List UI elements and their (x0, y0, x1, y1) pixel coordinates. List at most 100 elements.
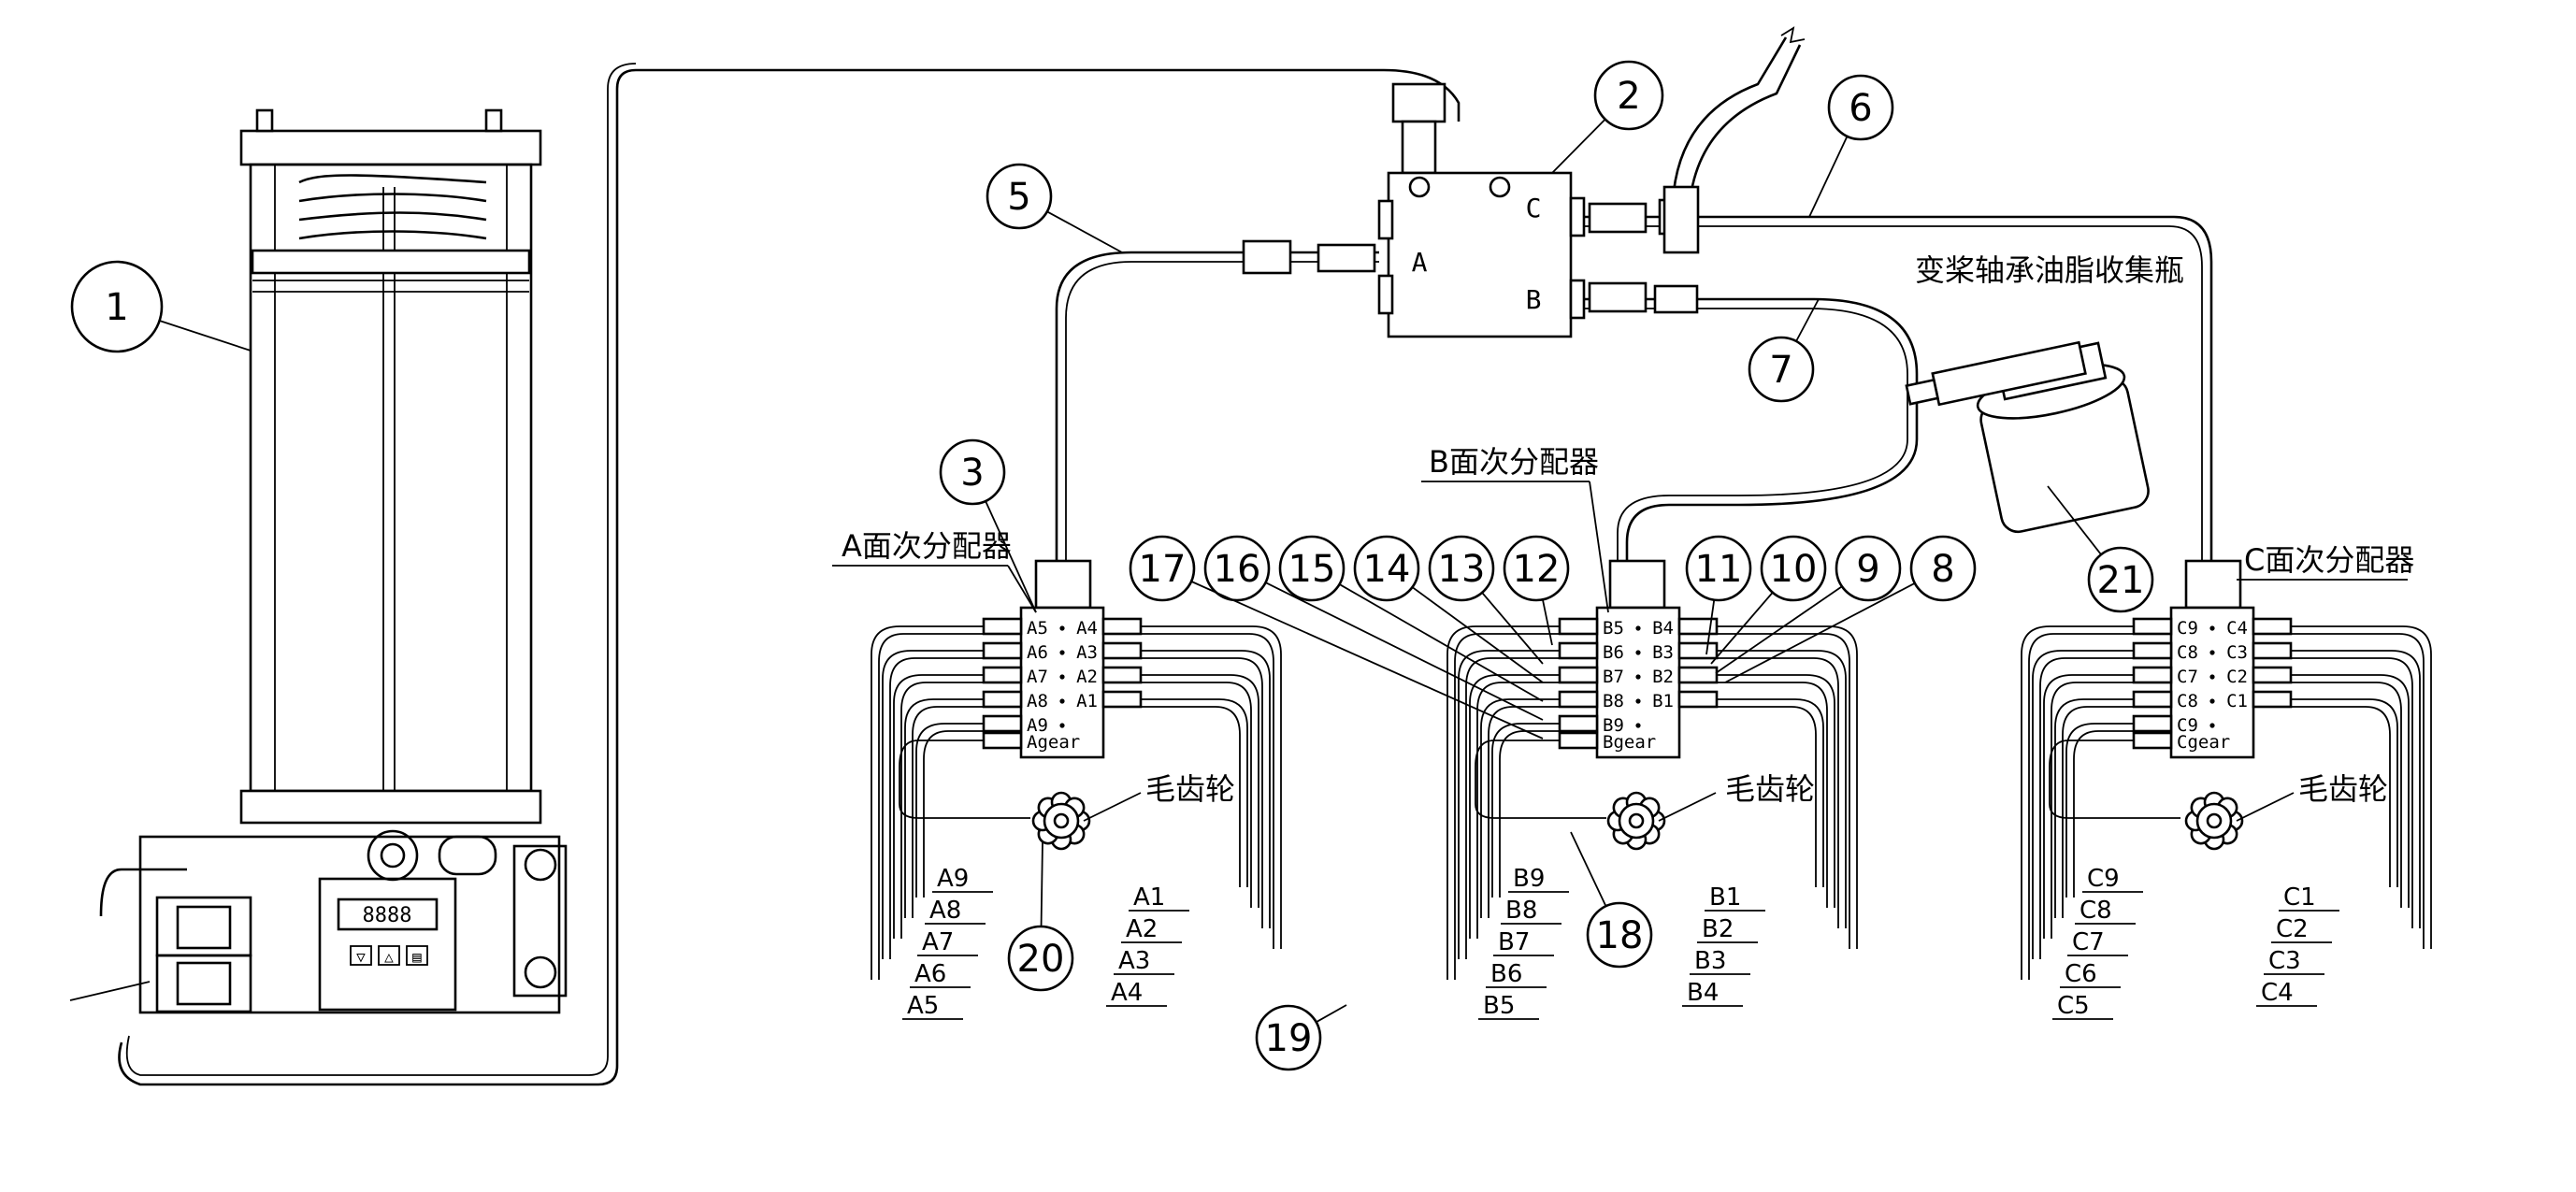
outlet-pipe (882, 650, 984, 959)
callout-number: 6 (1849, 87, 1872, 130)
callout-number: 5 (1007, 176, 1030, 219)
port-label: B5 (1603, 618, 1624, 639)
outlet-pipe (2291, 682, 2402, 908)
fitting (1101, 690, 1143, 709)
port-dot (1635, 698, 1641, 704)
outlet-label: A6 (914, 960, 946, 988)
outlet-label: B6 (1490, 960, 1522, 988)
callout-number: 3 (960, 452, 984, 495)
callout-number: 20 (1017, 938, 1065, 981)
port-label: A9 (1027, 715, 1048, 736)
outlet-pipe (1141, 674, 1259, 908)
port-dot (2209, 698, 2215, 704)
outlet-pipe (2054, 698, 2134, 918)
port-label: C1 (2226, 691, 2248, 711)
callout-7: 7 (1748, 298, 1820, 403)
fitting (982, 714, 1023, 733)
pipe-5 (1055, 251, 1379, 561)
outlet-label: B9 (1513, 865, 1545, 893)
callout-20: 20 (1007, 840, 1074, 992)
callout-3: 3 (939, 438, 1037, 613)
callout-number: 12 (1513, 548, 1561, 591)
port-dot (1635, 674, 1641, 680)
outlet-pipe (2032, 650, 2134, 959)
port-dot (1635, 650, 1641, 655)
callout-5: 5 (986, 163, 1123, 253)
outlet-label: A1 (1133, 883, 1165, 912)
port-label: B6 (1603, 642, 1624, 663)
callout-11: 11 (1685, 535, 1752, 655)
outlet-label: A5 (907, 992, 939, 1020)
fitting (2132, 690, 2173, 709)
fitting (1558, 666, 1599, 684)
outlet-label: A4 (1111, 979, 1143, 1007)
callout-16: 16 (1203, 535, 1544, 721)
outlet-label: A9 (937, 865, 969, 893)
port-dot (2209, 625, 2215, 631)
fitting (1677, 641, 1719, 660)
outlet-pipe (1717, 698, 1824, 887)
outlet-pipe (1141, 625, 1282, 949)
outlet-pipe (1717, 625, 1858, 949)
fitting (2132, 641, 2173, 660)
outlet-pipe (2291, 674, 2410, 908)
fitting (1101, 617, 1143, 636)
port-dot (1635, 625, 1641, 631)
valve-port-a: A (1412, 247, 1428, 278)
pump-display: 8888 (363, 904, 412, 927)
port-label: Cgear (2177, 732, 2230, 753)
outlet-label: C6 (2065, 960, 2097, 988)
outlet-pipe (912, 706, 984, 918)
pump-down-button[interactable]: ▽ (356, 948, 366, 966)
port-label: B1 (1652, 691, 1674, 711)
port-dot (1059, 625, 1065, 631)
outlet-pipe (2028, 633, 2134, 980)
fitting (982, 666, 1023, 684)
callout-number: 8 (1931, 548, 1954, 591)
outlet-pipe (2051, 682, 2134, 939)
port-dot (1635, 723, 1641, 728)
pinion-gear-icon (1031, 791, 1142, 851)
title-dist-c: C面次分配器 (2244, 542, 2414, 578)
fitting (982, 641, 1023, 660)
port-label: C8 (2177, 642, 2198, 663)
title-dist-b: B面次分配器 (1429, 444, 1599, 480)
fitting (1558, 641, 1599, 660)
outlet-pipe (904, 698, 984, 918)
outlet-pipe (900, 682, 984, 939)
pump-menu-button[interactable]: ▤ (412, 948, 422, 966)
outlet-label: B5 (1483, 992, 1515, 1020)
pinion-gear-icon (1606, 791, 1717, 851)
fitting (2132, 617, 2173, 636)
port-dot (1059, 723, 1065, 728)
outlet-pipe (2291, 657, 2413, 928)
outlet-pipe (1491, 723, 1560, 898)
port-label: C9 (2177, 715, 2198, 736)
callout-number: 11 (1695, 548, 1743, 591)
fitting (2132, 714, 2173, 733)
port-dot (2209, 650, 2215, 655)
title-gear-a: 毛齿轮 (1145, 771, 1235, 807)
port-label: B9 (1603, 715, 1624, 736)
outlet-label: B4 (1687, 979, 1719, 1007)
title-dist-a: A面次分配器 (842, 528, 1012, 564)
callout-number: 7 (1769, 349, 1792, 392)
callout-1: 1 (70, 260, 252, 353)
callout-number: 9 (1856, 548, 1879, 591)
port-label: A6 (1027, 642, 1048, 663)
pump-up-button[interactable]: △ (384, 948, 394, 966)
port-label: B7 (1603, 667, 1624, 687)
pipe-7 (1584, 297, 1919, 561)
outlet-label: B3 (1694, 947, 1726, 975)
fitting (1101, 641, 1143, 660)
callout-9: 9 (1715, 535, 1902, 674)
pipe-6 (1584, 215, 2213, 561)
outlet-label: A2 (1126, 915, 1158, 943)
port-label: Bgear (1603, 732, 1656, 753)
port-dot (1059, 650, 1065, 655)
distributor-c (2169, 559, 2255, 759)
outlet-label: B2 (1702, 915, 1734, 943)
fitting (982, 690, 1023, 709)
port-label: A2 (1076, 667, 1098, 687)
outlet-pipe (2065, 723, 2134, 898)
